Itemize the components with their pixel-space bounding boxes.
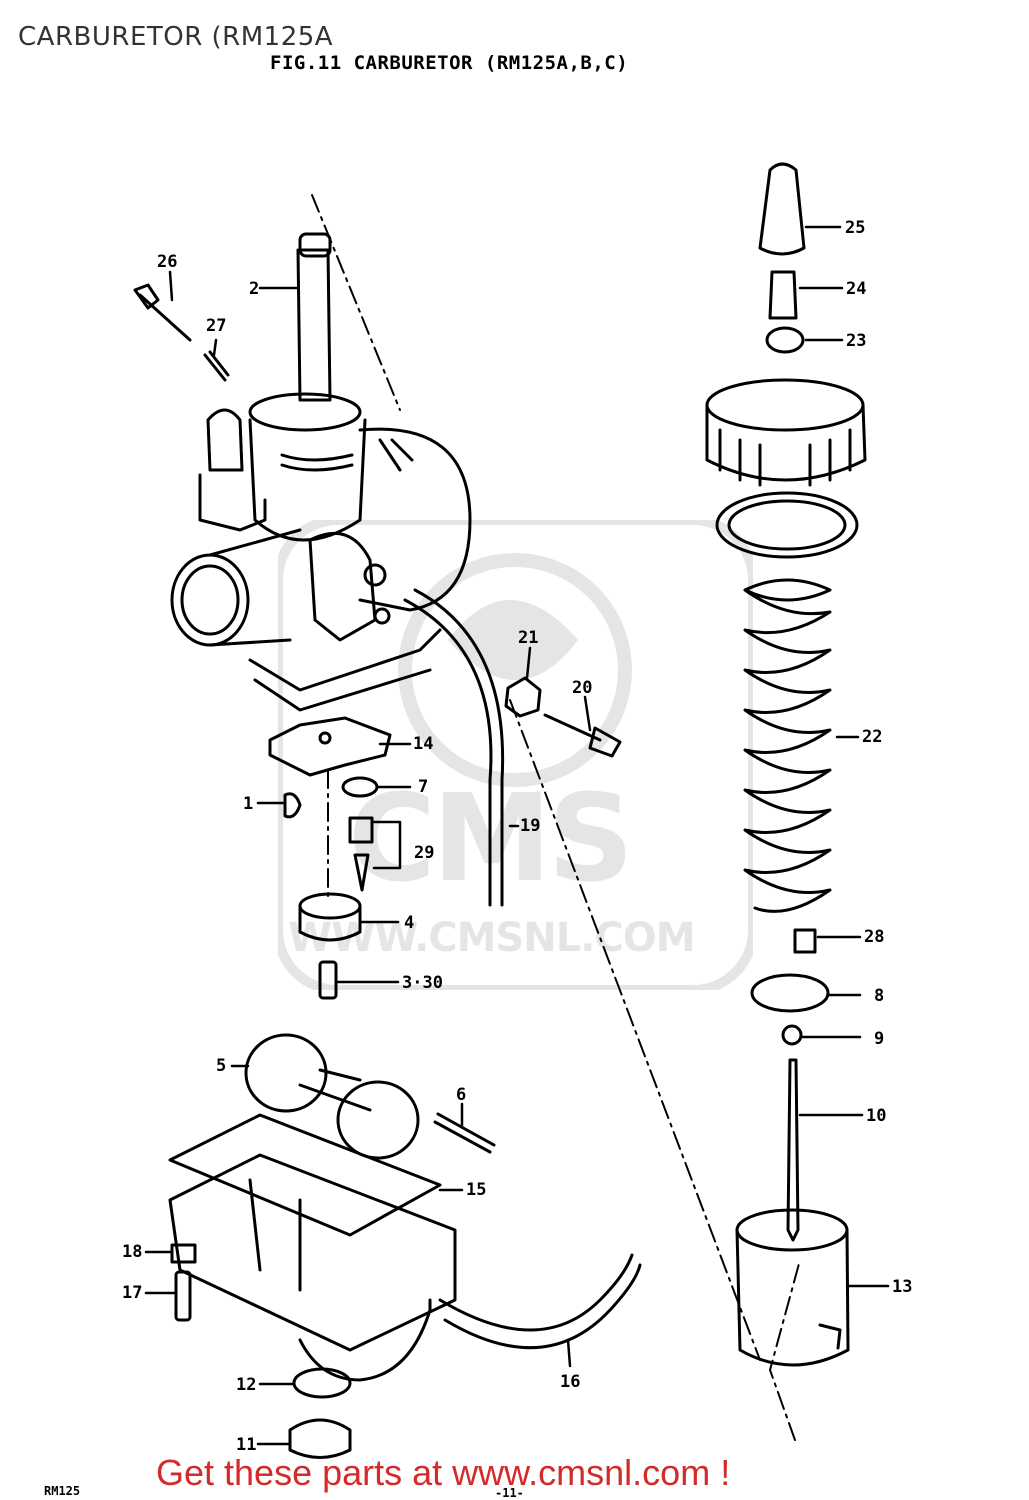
page-title: CARBURETOR (RM125A: [18, 22, 334, 52]
callout-labels: 26 27 2 25 24 23 21 20 22 14 7 1 19 29 4…: [122, 218, 912, 1455]
part-17-screw: [174, 1270, 192, 1322]
callout-16: 16: [560, 1372, 580, 1392]
callout-19: 19: [520, 816, 540, 836]
figure-title: FIG.11 CARBURETOR (RM125A,B,C): [270, 52, 629, 74]
part-13-throttle-valve: [735, 1208, 850, 1367]
part-4-holder: [298, 892, 362, 942]
page-marker: -11-: [495, 1486, 524, 1500]
model-code: RM125: [44, 1484, 81, 1498]
callout-12: 12: [236, 1375, 256, 1395]
part-9-ring: [781, 1024, 803, 1046]
callout-4: 4: [404, 913, 414, 933]
callout-25: 25: [845, 218, 865, 238]
callout-29: 29: [414, 843, 434, 863]
part-18-drain: [170, 1243, 197, 1264]
part-20-screw: [543, 713, 622, 758]
part-16-tube: [438, 1253, 642, 1350]
part-top-cover: [705, 378, 867, 487]
callout-27: 27: [206, 316, 226, 336]
callout-11: 11: [236, 1435, 256, 1455]
callout-1: 1: [243, 794, 253, 814]
part-27-screw: [203, 350, 230, 382]
carburetor-body: [170, 232, 472, 712]
callout-23: 23: [846, 331, 866, 351]
callout-24: 24: [846, 279, 866, 299]
part-19-tube: [403, 588, 505, 907]
part-26-air-screw: [133, 283, 192, 342]
part-29-needle-valve: [348, 816, 374, 892]
callout-9: 9: [874, 1029, 884, 1049]
part-10-jet-needle: [786, 1058, 800, 1242]
part-21-nut: [504, 676, 542, 718]
part-22-spring: [743, 578, 832, 913]
part-24-adjuster: [768, 270, 798, 320]
callout-2: 2: [249, 279, 259, 299]
part-8-clip: [750, 973, 830, 1013]
part-1-cap: [283, 792, 302, 819]
part-15-float-chamber: [168, 1113, 457, 1382]
part-23-nut: [765, 326, 805, 354]
part-6-pin: [433, 1112, 496, 1154]
top-gasket: [715, 491, 859, 559]
callout-21: 21: [518, 628, 538, 648]
part-11-plug: [288, 1418, 352, 1459]
callout-14: 14: [413, 734, 433, 754]
part-12-oring: [292, 1367, 352, 1399]
callout-10: 10: [866, 1106, 886, 1126]
callout-18: 18: [122, 1242, 142, 1262]
leader-lines: [144, 225, 890, 1446]
callout-6: 6: [456, 1085, 466, 1105]
callout-26: 26: [157, 252, 177, 272]
part-3-jet: [318, 960, 338, 1000]
callout-17: 17: [122, 1283, 142, 1303]
part-7-oring: [341, 776, 379, 798]
callout-8: 8: [874, 986, 884, 1006]
callout-20: 20: [572, 678, 592, 698]
callout-7: 7: [418, 777, 428, 797]
part-28-screw: [793, 928, 817, 954]
part-25-cap: [758, 162, 806, 256]
callout-22: 22: [862, 727, 882, 747]
part-5-floats: [244, 1033, 420, 1160]
callout-5: 5: [216, 1056, 226, 1076]
callout-13: 13: [892, 1277, 912, 1297]
callout-15: 15: [466, 1180, 486, 1200]
cmsnl-promo-link[interactable]: Get these parts at www.cmsnl.com !: [156, 1452, 731, 1493]
assembly-lines: [311, 194, 801, 1441]
callout-28: 28: [864, 927, 884, 947]
callout-3-30: 3·30: [402, 973, 443, 993]
part-14-plate: [268, 716, 392, 777]
